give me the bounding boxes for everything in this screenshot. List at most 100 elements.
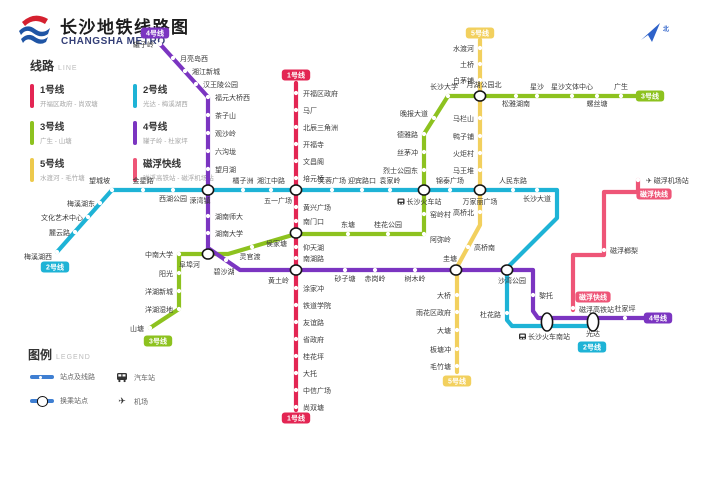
station-label: 烈士公园东 xyxy=(383,166,418,175)
metro-line-maglev xyxy=(570,177,641,313)
station-dot xyxy=(97,200,103,206)
line-legend-item: 4号线罐子岭 - 杜家坪 xyxy=(133,119,235,145)
station-label: ✈ 磁浮机场站 xyxy=(646,176,689,185)
line-badge-label: 磁浮快线 xyxy=(579,293,607,302)
station-dot xyxy=(293,158,299,164)
station-label: 开福区政府 xyxy=(303,89,338,98)
station-dot xyxy=(240,187,246,193)
station-label: 树木岭 xyxy=(405,274,426,283)
station-label: 松雅湖南 xyxy=(502,99,530,108)
station-dot xyxy=(205,148,211,154)
station-label: 梅溪湖西 xyxy=(24,252,52,261)
line-termini: 广生 - 山塘 xyxy=(40,138,72,145)
station-dot xyxy=(293,285,299,291)
station-label: 望月湖 xyxy=(215,165,236,174)
station-dot xyxy=(342,267,348,273)
station-dot xyxy=(54,249,60,255)
station-label: 黎托 xyxy=(539,291,553,300)
station-label: 洋湖湿地 xyxy=(145,305,173,314)
line-badge: 3号线 xyxy=(143,335,173,347)
station-dot xyxy=(513,93,519,99)
line-color-bar xyxy=(133,158,137,182)
station-dot xyxy=(193,81,199,87)
station-label: 螺丝塘 xyxy=(587,99,608,108)
transfer-ovals xyxy=(201,90,600,332)
symbol-label: 机场 xyxy=(134,398,148,406)
line-badge-label: 3号线 xyxy=(641,92,659,101)
station-dot xyxy=(445,93,451,99)
transfer-station xyxy=(289,184,303,196)
page-subtitle: CHANGSHA METRO xyxy=(61,36,166,47)
station-label: 梅溪湖东 xyxy=(67,199,95,208)
station-dot xyxy=(477,115,483,121)
symbol-label: 换乘站点 xyxy=(60,398,88,405)
station-label: 雨花区政府 xyxy=(416,308,451,317)
compass-label: 北 xyxy=(663,25,669,33)
transfer-station xyxy=(500,264,514,276)
station-label: 马厂 xyxy=(303,107,317,115)
station-label: 望城坡 xyxy=(89,176,110,185)
line-badge-label: 1号线 xyxy=(287,414,305,423)
line-name: 1号线 xyxy=(40,85,65,96)
station-label: 窑岭村 xyxy=(430,210,451,219)
station-label: 土桥 xyxy=(460,60,474,69)
station-dot xyxy=(293,218,299,224)
station-dot xyxy=(205,130,211,136)
station-dot xyxy=(293,244,299,250)
line-legend-item: 1号线开福区政府 - 尚双塘 xyxy=(30,82,132,108)
station-label: 德雅路 xyxy=(397,130,418,139)
station-dot xyxy=(293,255,299,261)
station-label: 高桥南 xyxy=(474,243,495,252)
station-label: 培元桥 xyxy=(303,174,324,183)
station-label: 南门口 xyxy=(303,217,324,226)
station-dot xyxy=(293,404,299,410)
station-dot xyxy=(569,93,575,99)
station-label: 长沙大学 xyxy=(430,82,458,91)
airport-icon: ✈ xyxy=(118,396,126,406)
station-label: 阿弥岭 xyxy=(430,235,451,244)
transfer-symbol xyxy=(30,395,54,407)
station-label: 月亮岛西 xyxy=(180,54,208,63)
station-label: 开福寺 xyxy=(303,140,324,149)
map-icons: 北 xyxy=(397,23,669,340)
transfer-station xyxy=(201,248,215,260)
line-badge-label: 磁浮快线 xyxy=(640,190,668,199)
line-badge: 磁浮快线 xyxy=(636,188,672,200)
line-badge: 5号线 xyxy=(442,375,472,387)
station-label: 北辰三角洲 xyxy=(303,123,338,132)
station-label: 尚双塘 xyxy=(303,403,324,412)
line-termini: 磁浮高铁站 - 磁浮机场站 xyxy=(143,175,214,182)
station-dot xyxy=(72,229,78,235)
station-dot xyxy=(109,187,115,193)
symbol-label: 汽车站 xyxy=(134,374,155,382)
station-dots xyxy=(54,41,641,410)
changsha-metro-logo xyxy=(19,15,50,44)
station-label: 溁湾镇 xyxy=(190,196,211,205)
station-dot xyxy=(293,336,299,342)
station-label: 长沙火车站 xyxy=(407,197,442,206)
station-label: 六沟垅 xyxy=(215,147,236,156)
station-dot xyxy=(170,55,176,61)
station-dot xyxy=(293,353,299,359)
station-label: 洋湖新城 xyxy=(145,287,173,296)
station-line-symbol xyxy=(30,375,54,379)
station-dot xyxy=(387,187,393,193)
train-station-icon xyxy=(397,198,405,205)
line-badge-label: 2号线 xyxy=(46,263,64,272)
line-badge: 2号线 xyxy=(40,261,70,273)
line-badge-label: 4号线 xyxy=(649,314,667,323)
station-dot xyxy=(477,133,483,139)
station-dot xyxy=(454,327,460,333)
station-label: 板塘冲 xyxy=(430,345,451,354)
line-badge-label: 5号线 xyxy=(471,29,489,38)
station-dot xyxy=(205,166,211,172)
station-label: 芙蓉广场 xyxy=(318,176,346,185)
station-label: 马栏山 xyxy=(453,114,474,123)
station-label: 阳光 xyxy=(159,269,173,278)
station-label: 星沙文体中心 xyxy=(551,82,593,91)
station-label: 锦泰广场 xyxy=(436,176,464,185)
station-dot xyxy=(205,213,211,219)
station-dot xyxy=(293,204,299,210)
